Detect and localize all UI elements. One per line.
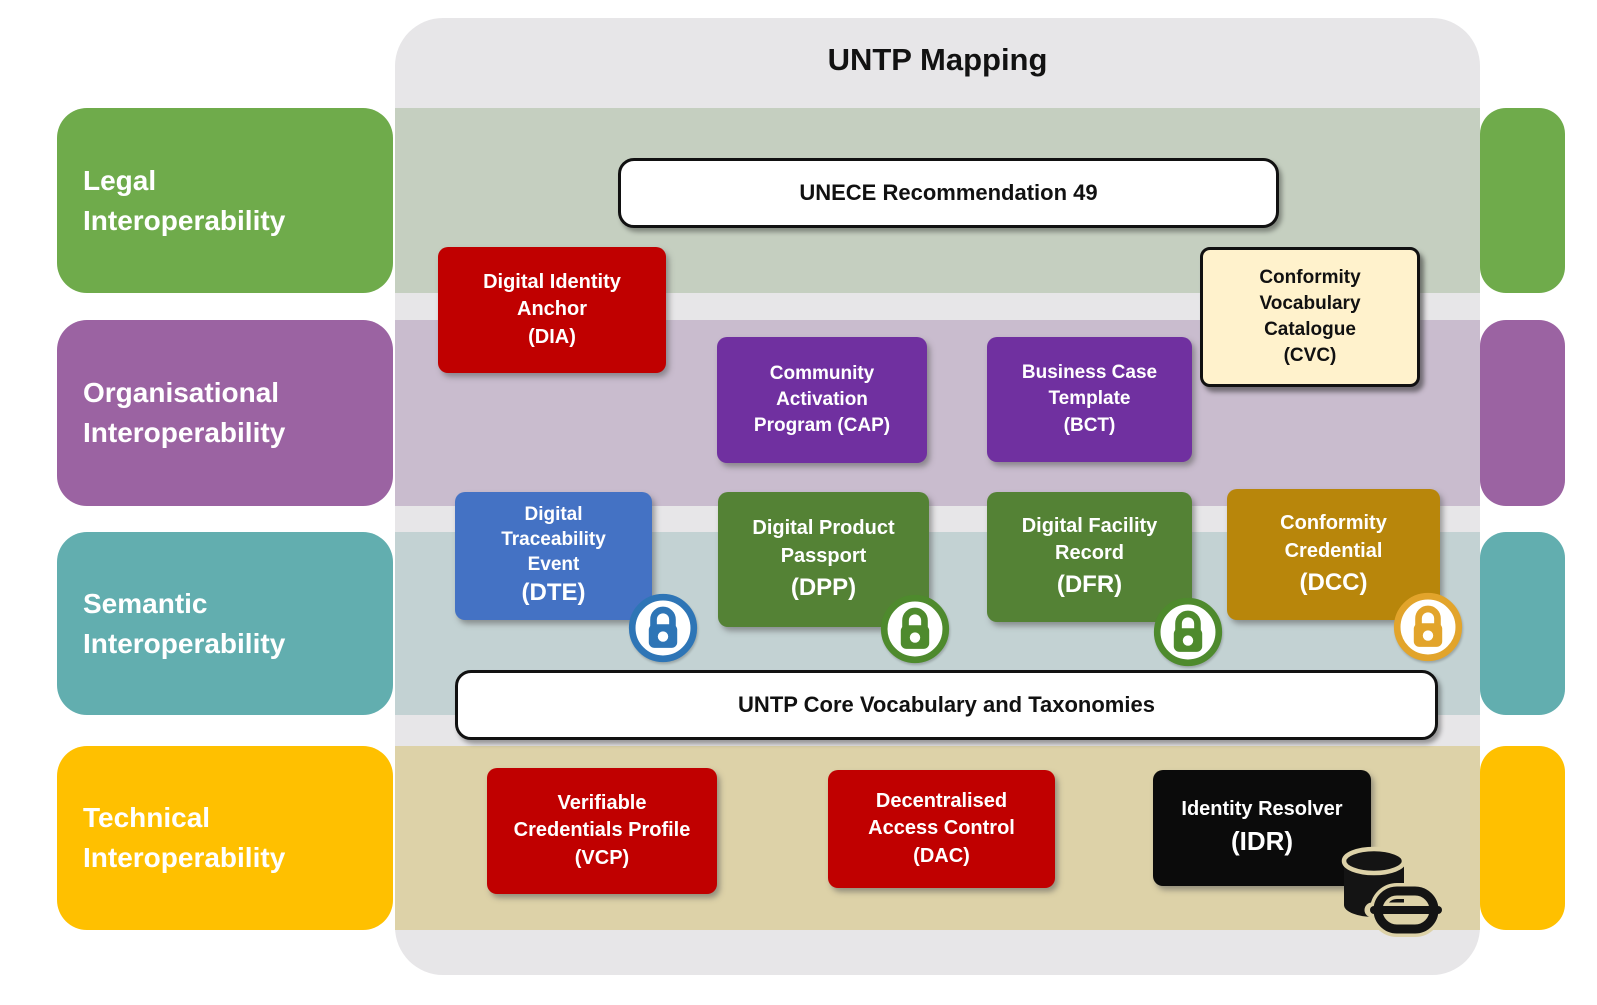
box-conformity-vocabulary-catalogue: Conformity Vocabulary Catalogue (CVC) [1200, 247, 1420, 387]
box-digital-traceability-event: Digital Traceability Event (DTE) [455, 492, 652, 620]
box-identity-resolver: Identity Resolver (IDR) [1153, 770, 1371, 886]
row-label-technical: Technical Interoperability [57, 746, 393, 930]
row-label-text: Legal [83, 164, 157, 196]
diagram-title: UNTP Mapping [827, 42, 1048, 77]
row-label-text: Semantic [83, 587, 208, 619]
padlock-icon [1153, 597, 1223, 667]
box-conformity-credential: Conformity Credential (DCC) [1227, 489, 1440, 620]
box-digital-identity-anchor: Digital Identity Anchor (DIA) [438, 247, 666, 373]
band-stub-semantic [1480, 532, 1565, 715]
row-label-organisational: Organisational Interoperability [57, 320, 393, 506]
row-label-text: Interoperability [83, 204, 286, 236]
box-digital-facility-record: Digital Facility Record (DFR) [987, 492, 1192, 622]
database-link-icon [1341, 846, 1446, 937]
row-label-semantic: Semantic Interoperability [57, 532, 393, 715]
band-stub-legal [1480, 108, 1565, 293]
band-stub-organisational [1480, 320, 1565, 506]
row-label-text: Technical [83, 802, 211, 834]
row-label-text: Interoperability [83, 627, 286, 659]
padlock-icon [880, 594, 950, 664]
box-business-case-template: Business Case Template (BCT) [987, 337, 1192, 462]
row-label-text: Organisational [83, 377, 280, 409]
box-decentralised-access-control: Decentralised Access Control (DAC) [828, 770, 1055, 888]
padlock-icon [1393, 592, 1463, 662]
row-label-text: Interoperability [83, 417, 286, 448]
box-untp-core-vocabulary: UNTP Core Vocabulary and Taxonomies [455, 670, 1438, 740]
box-community-activation-program: Community Activation Program (CAP) [717, 337, 927, 463]
row-label-legal: Legal Interoperability [57, 108, 393, 293]
band-stub-technical [1480, 746, 1565, 930]
box-unece-recommendation-49: UNECE Recommendation 49 [618, 158, 1279, 228]
padlock-icon [628, 593, 698, 663]
row-label-text: Interoperability [83, 842, 286, 873]
box-verifiable-credentials-profile: Verifiable Credentials Profile (VCP) [487, 768, 717, 894]
